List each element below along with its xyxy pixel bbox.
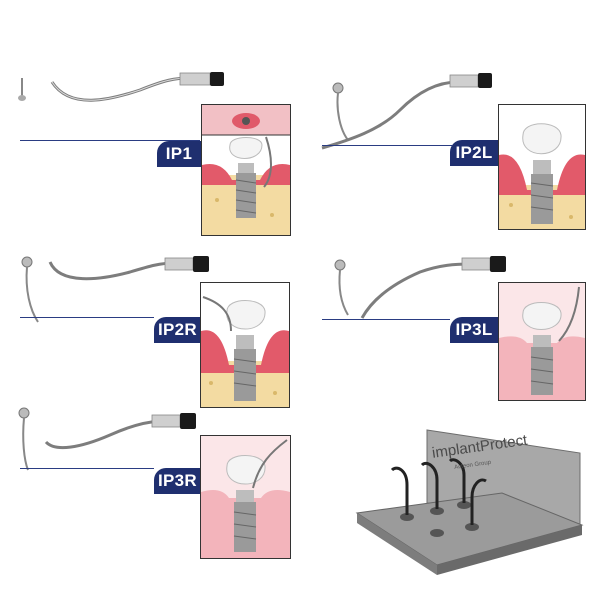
ip1-implant-closeup	[201, 104, 291, 236]
ip3l-divider-line	[322, 319, 450, 320]
ip2r-divider-line	[20, 317, 154, 318]
ip2l-label: IP2L	[450, 140, 498, 166]
ip3l-label: IP3L	[450, 317, 498, 343]
ip3r-label: IP3R	[154, 468, 201, 494]
ip2r-label: IP2R	[154, 317, 201, 343]
ip1-label: IP1	[157, 141, 201, 167]
ip2l-implant-closeup	[498, 104, 586, 230]
ip1-divider-line	[20, 140, 200, 141]
kit-tray-illustration	[355, 429, 584, 575]
ip3r-implant-closeup	[200, 435, 291, 559]
ip3r-divider-line	[20, 468, 154, 469]
ip3l-implant-closeup	[498, 282, 586, 401]
ip2l-divider-line	[322, 145, 452, 146]
ip2r-implant-closeup	[200, 282, 290, 408]
implant-protect-kit: implantProtect Acteon Group	[352, 425, 587, 590]
